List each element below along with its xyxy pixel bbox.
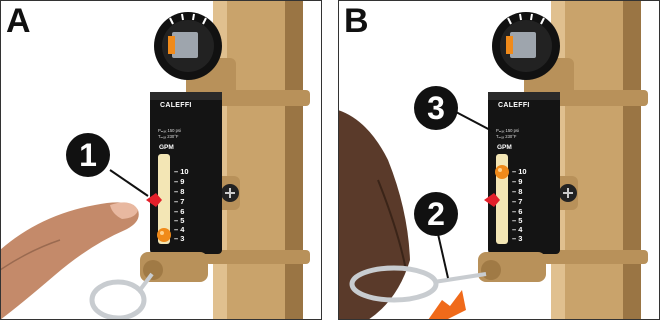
panel-letter-b: B (344, 2, 369, 40)
hand (338, 110, 410, 320)
scale-tick: – 9 (174, 177, 185, 186)
scale-tick: – 9 (512, 177, 523, 186)
panel-a: A 1 CALEFFI Pₘₐₓ 150 psi Tₘₐₓ 230°F GPM … (0, 0, 322, 320)
brand-label: CALEFFI (160, 102, 192, 109)
step-callout-3: 3 (414, 86, 458, 130)
scale-tick: – 4 (512, 225, 523, 234)
pointing-finger (0, 202, 139, 320)
panel-a-illustration (0, 0, 310, 320)
scale-tick: – 3 (174, 234, 185, 243)
scale-tick: – 5 (512, 216, 523, 225)
scale-tick: – 6 (512, 207, 523, 216)
scale-tick: – 8 (174, 187, 185, 196)
float-ball (495, 165, 509, 179)
scale-tick: – 3 (512, 234, 523, 243)
unit-label: GPM (497, 144, 512, 151)
red-marker-pointer (484, 193, 500, 207)
step-callout-1: 1 (66, 133, 110, 177)
spec-line: Tₘₐₓ 230°F (496, 134, 517, 139)
ring-pull-handle (349, 265, 439, 303)
scale-tick: – 10 (512, 167, 527, 176)
float-ball (157, 228, 171, 242)
spec-line: Pₘₐₓ 150 psi (496, 128, 520, 133)
step-callout-2: 2 (414, 192, 458, 236)
panel-b-illustration (338, 0, 648, 320)
scale-tick: – 7 (512, 197, 523, 206)
red-marker-pointer (146, 193, 162, 207)
panel-b: B 3 2 CALEFFI Pₘₐₓ 150 psi Tₘₐₓ 230°F GP… (338, 0, 660, 320)
ring-pull-handle (89, 279, 147, 320)
scale-tick: – 10 (174, 167, 189, 176)
spec-line: Pₘₐₓ 150 psi (158, 128, 182, 133)
spec-line: Tₘₐₓ 230°F (158, 134, 179, 139)
panel-letter-a: A (6, 2, 31, 40)
brand-label: CALEFFI (498, 102, 530, 109)
scale-tick: – 6 (174, 207, 185, 216)
scale-tick: – 8 (512, 187, 523, 196)
unit-label: GPM (159, 144, 174, 151)
scale-tick: – 4 (174, 225, 185, 234)
flow-arrow-icon (428, 290, 466, 320)
sight-glass (158, 154, 170, 244)
scale-tick: – 5 (174, 216, 185, 225)
scale-tick: – 7 (174, 197, 185, 206)
